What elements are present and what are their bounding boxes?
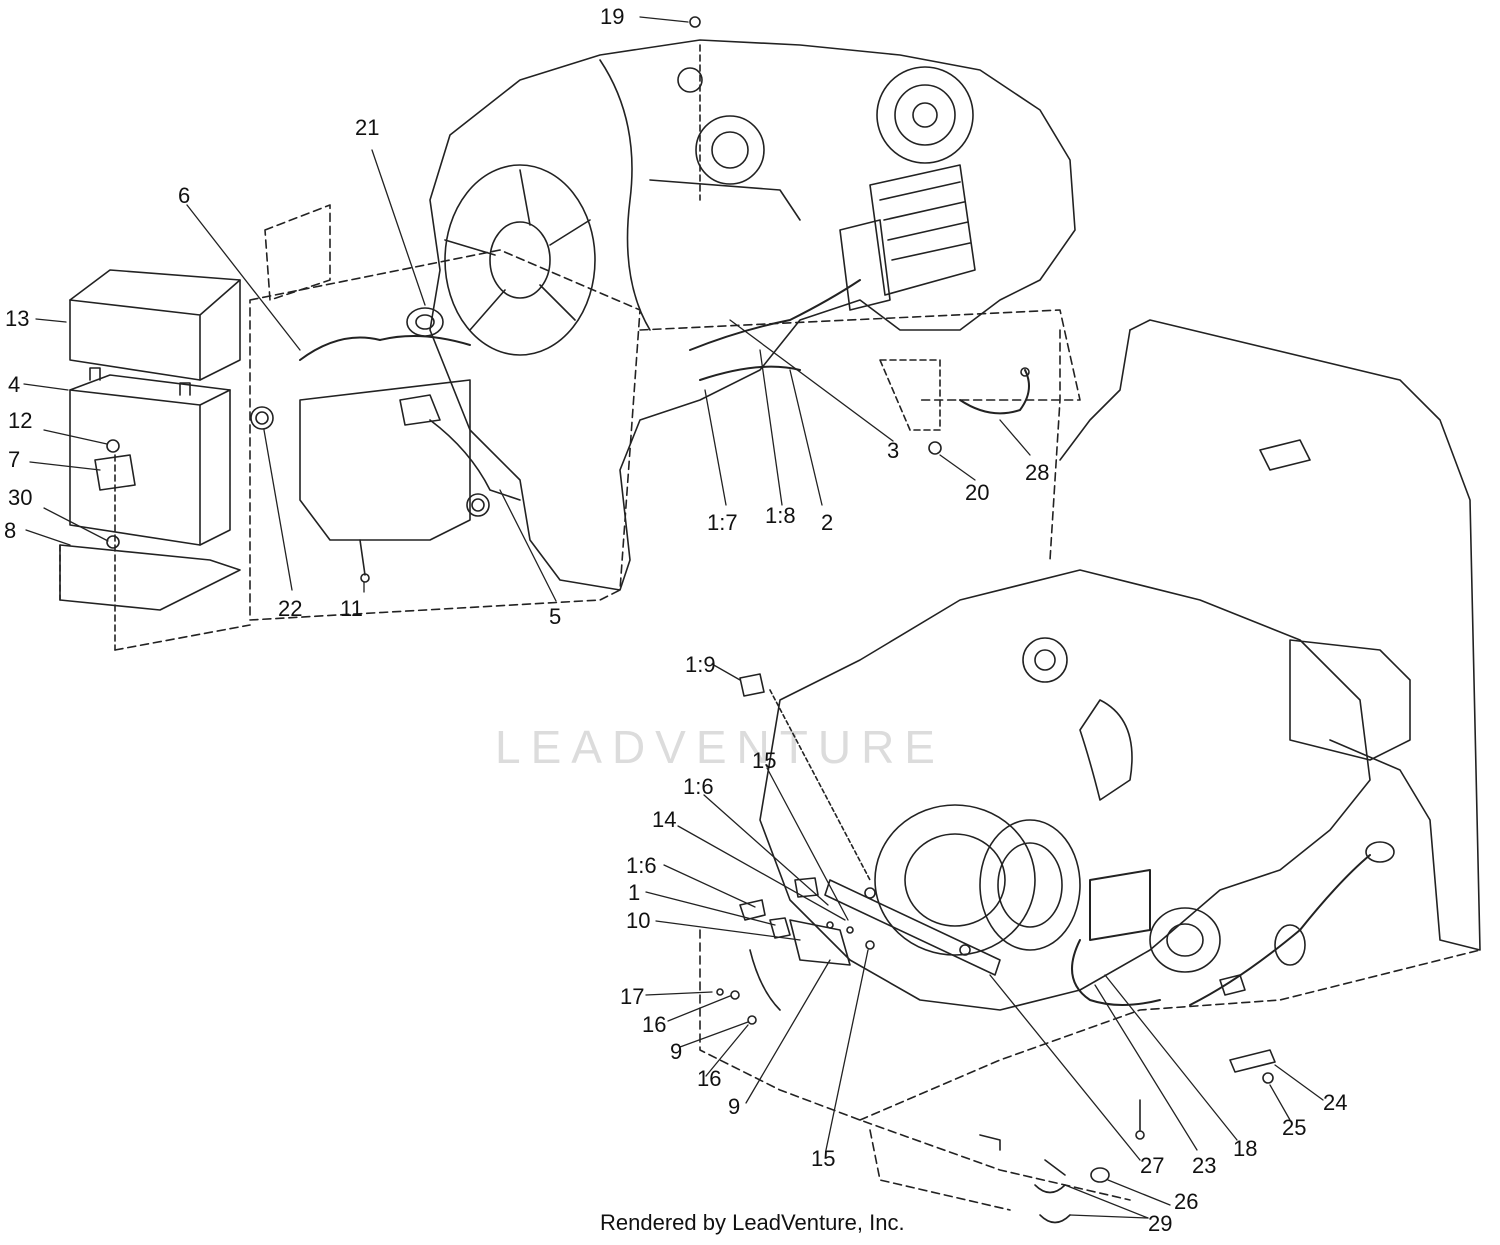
callout-15-top[interactable]: 15 xyxy=(752,748,777,773)
upper-engine-assembly xyxy=(249,16,1081,621)
callout-12[interactable]: 12 xyxy=(8,408,33,433)
callout-19[interactable]: 19 xyxy=(600,4,625,29)
battery-assembly xyxy=(59,269,251,651)
callout-18[interactable]: 18 xyxy=(1233,1136,1258,1161)
lower-engine-assembly xyxy=(699,319,1481,1224)
callout-2[interactable]: 2 xyxy=(821,510,834,535)
callout-28[interactable]: 28 xyxy=(1025,460,1050,485)
leader-lines xyxy=(23,16,1324,1219)
callout-15-bottom[interactable]: 15 xyxy=(811,1146,836,1171)
callout-25[interactable]: 25 xyxy=(1282,1115,1307,1140)
callout-27[interactable]: 27 xyxy=(1140,1153,1165,1178)
callout-26[interactable]: 26 xyxy=(1174,1189,1199,1214)
callout-17[interactable]: 17 xyxy=(620,984,645,1009)
callout-10[interactable]: 10 xyxy=(626,908,651,933)
callout-9-b[interactable]: 9 xyxy=(728,1094,741,1119)
callout-5[interactable]: 5 xyxy=(549,604,562,629)
callout-3[interactable]: 3 xyxy=(887,438,900,463)
callout-4[interactable]: 4 xyxy=(8,372,21,397)
callout-1[interactable]: 1 xyxy=(628,880,641,905)
callout-1-9[interactable]: 1:9 xyxy=(685,652,716,677)
callout-23[interactable]: 23 xyxy=(1192,1153,1217,1178)
callout-1-8[interactable]: 1:8 xyxy=(765,503,796,528)
callout-29[interactable]: 29 xyxy=(1148,1211,1173,1236)
callout-1-6[interactable]: 1:6 xyxy=(626,853,657,878)
callout-22[interactable]: 22 xyxy=(278,596,303,621)
render-credit: Rendered by LeadVenture, Inc. xyxy=(600,1210,905,1235)
callout-1-6-top[interactable]: 1:6 xyxy=(683,774,714,799)
callout-30[interactable]: 30 xyxy=(8,485,33,510)
callout-21[interactable]: 21 xyxy=(355,115,380,140)
callout-1-7[interactable]: 1:7 xyxy=(707,510,738,535)
callout-11[interactable]: 11 xyxy=(340,596,363,621)
callout-14[interactable]: 14 xyxy=(652,807,677,832)
callout-20[interactable]: 20 xyxy=(965,480,990,505)
callout-9-a[interactable]: 9 xyxy=(670,1039,683,1064)
callout-7[interactable]: 7 xyxy=(8,447,21,472)
callout-24[interactable]: 24 xyxy=(1323,1090,1348,1115)
callout-8[interactable]: 8 xyxy=(4,518,17,543)
callout-13[interactable]: 13 xyxy=(5,306,30,331)
watermark-text: LEADVENTURE xyxy=(495,721,945,773)
callout-16-b[interactable]: 16 xyxy=(697,1066,722,1091)
callout-16-a[interactable]: 16 xyxy=(642,1012,667,1037)
callout-6[interactable]: 6 xyxy=(178,183,191,208)
